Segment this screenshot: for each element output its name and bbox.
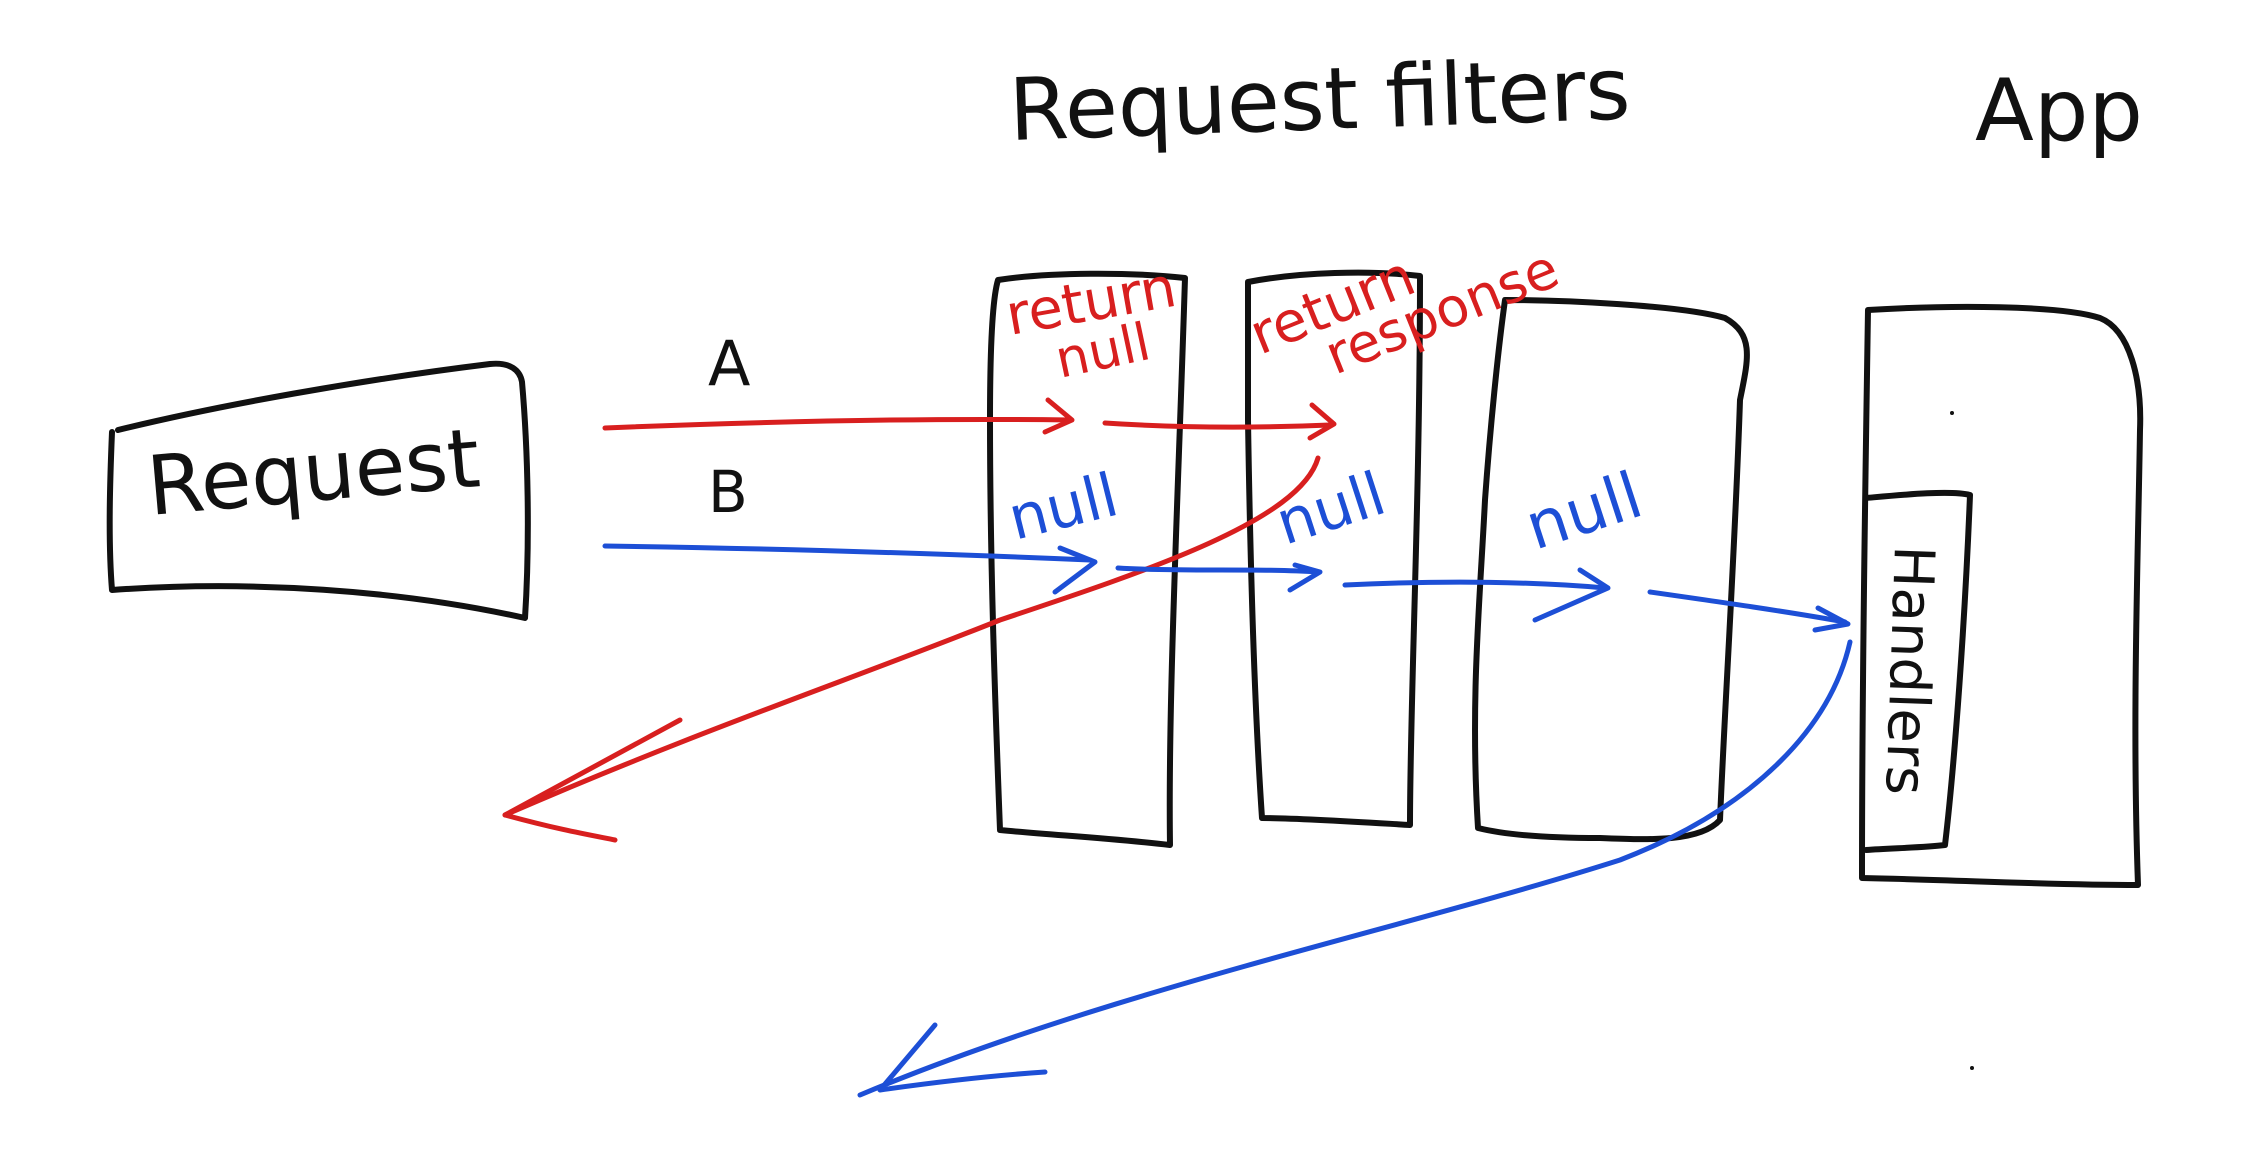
request-label: Request <box>143 411 483 535</box>
path-b-arrow-4 <box>1647 589 1848 625</box>
filter-2-box <box>1245 269 1423 828</box>
request-box <box>106 360 531 621</box>
path-a-return-arrowhead <box>502 717 683 843</box>
path-b-return-curve <box>857 639 1853 1098</box>
path-b-label: B <box>708 458 748 526</box>
app-box <box>1859 303 2144 888</box>
stray-dot <box>1950 411 1954 415</box>
filter-3-null-label: null <box>1517 459 1651 565</box>
filter-3-box <box>1472 297 1750 843</box>
path-b-arrow-in <box>602 543 1093 563</box>
path-b-arrowhead-3 <box>1532 567 1611 623</box>
path-b-arrow-2 <box>1115 565 1321 575</box>
path-b-arrowhead-2 <box>1287 562 1323 593</box>
path-b-arrowhead-1 <box>1052 545 1098 595</box>
path-b-return-arrowhead <box>877 1022 1048 1093</box>
filter-1-null-label: null <box>1002 460 1125 554</box>
path-a-label: A <box>708 327 750 400</box>
app-title: App <box>1975 61 2143 161</box>
path-a-arrow-in <box>602 416 1073 431</box>
handlers-label: Handlers <box>1872 545 1946 797</box>
request-filters-title: Request filters <box>1007 39 1632 161</box>
path-a-arrowhead-2 <box>1307 402 1337 441</box>
filter-2-null-label: null <box>1268 459 1394 559</box>
path-b-arrow-3 <box>1342 579 1608 591</box>
path-b-arrowhead-4 <box>1812 605 1851 633</box>
filter-1-box <box>987 270 1188 848</box>
path-a-arrow-mid <box>1102 420 1333 430</box>
stray-dot <box>1970 1066 1974 1070</box>
path-a-arrowhead-1 <box>1042 397 1075 435</box>
path-a-return-curve <box>502 455 1321 818</box>
handlers-box <box>1863 489 1973 853</box>
